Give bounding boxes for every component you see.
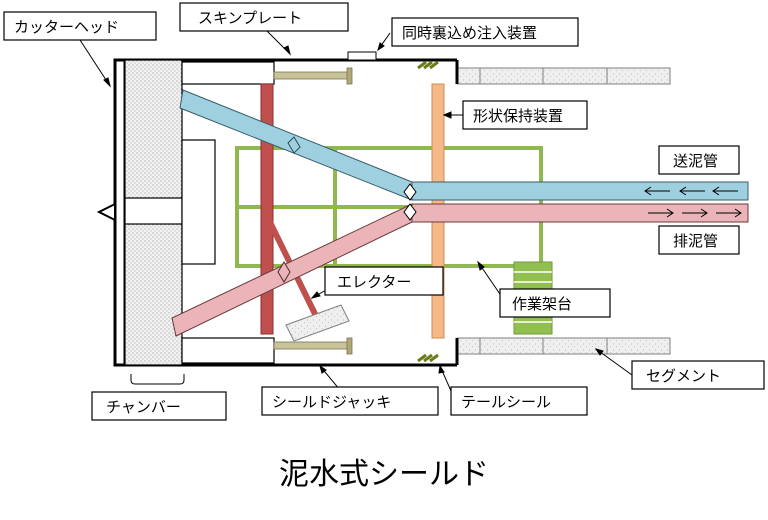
label-feed-pipe: 送泥管 [658,145,740,175]
label-skin-plate: スキンプレート [179,2,349,32]
label-chamber: チャンバー [91,391,227,421]
label-tail-seal: テールシール [450,386,588,416]
tail-seal-top [417,60,439,70]
shield-jack-top [273,67,353,85]
tail-seal-bottom [417,353,439,363]
diagram-title: 泥水式シールド [279,457,489,492]
svg-text:作業架台: 作業架台 [512,295,572,313]
svg-text:送泥管: 送泥管 [673,152,718,170]
label-erector: エレクター [324,266,444,296]
svg-text:シールドジャッキ: シールドジャッキ [272,393,391,411]
chamber-bracket [130,374,185,385]
svg-text:スキンプレート: スキンプレート [198,9,302,27]
label-cutter-head: カッターヘッド [3,11,157,41]
feed-pipe [179,89,749,201]
drain-pipe [171,203,749,337]
svg-text:カッターヘッド: カッターヘッド [14,18,119,36]
drain-flow-arrows [648,208,742,218]
bulkhead [260,83,274,335]
label-grout-device: 同時裏込め注入装置 [391,17,579,47]
svg-text:エレクター: エレクター [337,273,411,291]
svg-text:排泥管: 排泥管 [673,232,718,250]
svg-text:テールシール: テールシール [461,393,551,411]
grout-nozzle [347,51,377,61]
svg-text:チャンバー: チャンバー [106,398,181,416]
label-work-platform: 作業架台 [499,288,611,318]
inner-structure [181,61,275,364]
svg-text:同時裏込め注入装置: 同時裏込め注入装置 [402,24,537,42]
label-segment: セグメント [631,360,765,390]
label-shield-jack: シールドジャッキ [261,386,439,416]
feed-flow-arrows [644,186,738,196]
label-shape-holder: 形状保持装置 [462,100,588,130]
svg-text:セグメント: セグメント [646,367,721,385]
pipe-joint [403,183,417,221]
shield-jack-bottom [273,337,353,355]
cutter-head [96,58,127,367]
label-drain-pipe: 排泥管 [658,225,740,255]
svg-text:形状保持装置: 形状保持装置 [473,107,563,125]
